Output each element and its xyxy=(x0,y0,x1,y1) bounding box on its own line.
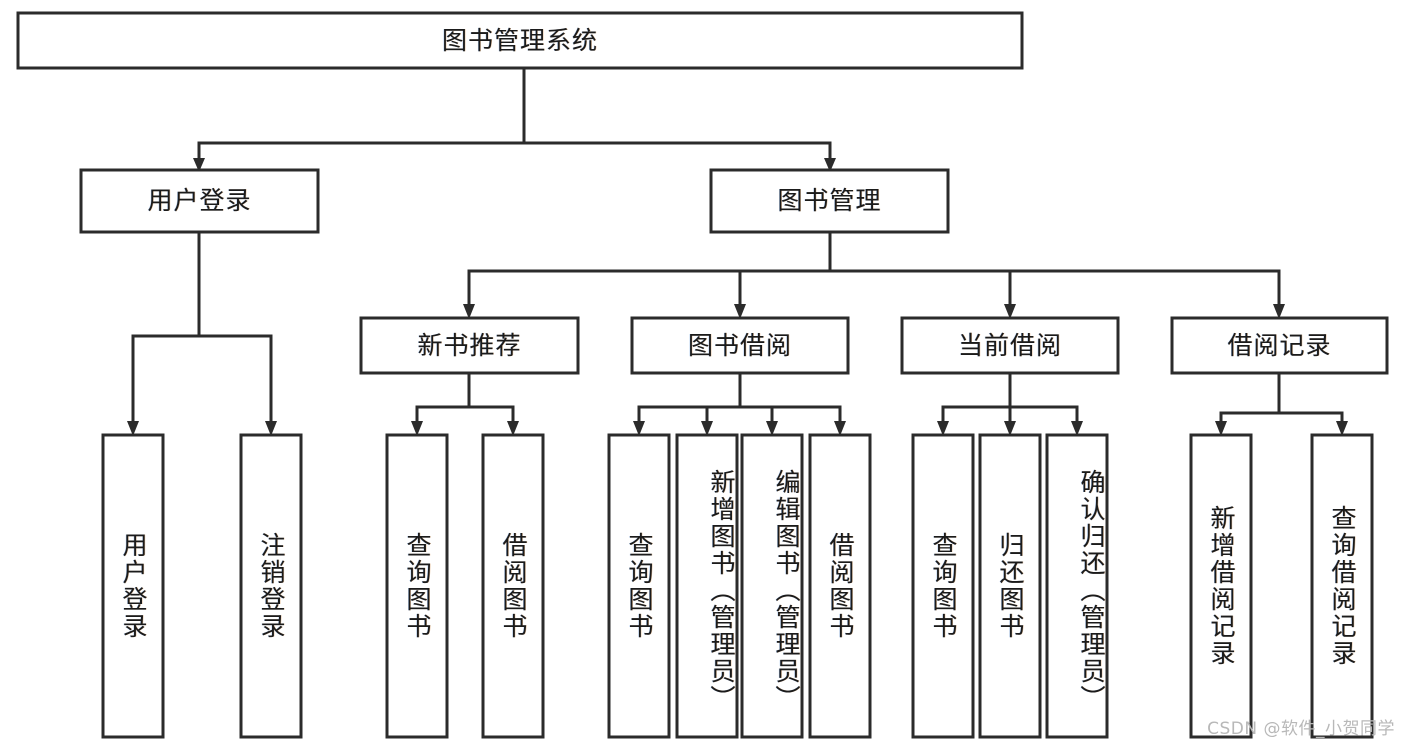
node-box-new-book-rec xyxy=(359,316,580,375)
node-box-leaf-logout xyxy=(239,433,303,739)
edge-borrowrecord-to-leaves xyxy=(1215,373,1348,436)
node-box-leaf-query-book-a xyxy=(385,433,449,739)
edge-bookmgmt-to-level3 xyxy=(463,232,1285,319)
edge-root-to-level2 xyxy=(193,68,836,172)
node-box-book-mgmt xyxy=(709,168,950,234)
node-box-book-borrow xyxy=(630,316,850,375)
node-label-leaf-query-book-b: 查询图书 xyxy=(625,532,654,640)
node-label-leaf-logout: 注销登录 xyxy=(257,532,286,640)
node-label-current-borrow: 当前借阅 xyxy=(957,330,1062,360)
edge-bookborrow-to-leaves xyxy=(633,373,846,436)
node-box-leaf-query-book-b xyxy=(607,433,671,739)
edge-userlogin-to-leaves xyxy=(127,232,277,436)
node-label-user-login: 用户登录 xyxy=(147,186,252,216)
node-box-leaf-query-book-c xyxy=(911,433,975,739)
node-box-leaf-user-login xyxy=(101,433,165,739)
node-label-leaf-borrow-book-a: 借阅图书 xyxy=(499,532,528,640)
node-label-leaf-confirm-return: 确认归还（管理员） xyxy=(1077,468,1106,712)
node-label-leaf-edit-book: 编辑图书（管理员） xyxy=(772,468,801,712)
node-label-root: 图书管理系统 xyxy=(441,25,598,55)
node-label-leaf-add-book: 新增图书（管理员） xyxy=(707,468,736,712)
node-box-leaf-edit-book xyxy=(740,433,804,739)
node-box-leaf-query-record xyxy=(1310,433,1374,739)
node-label-leaf-user-login: 用户登录 xyxy=(119,532,148,640)
node-label-book-mgmt: 图书管理 xyxy=(777,186,882,216)
watermark-text: CSDN @软件_小贺同学 xyxy=(1207,719,1395,739)
node-box-leaf-return-book xyxy=(978,433,1042,739)
edge-newbook-to-leaves xyxy=(411,373,519,436)
node-label-leaf-query-book-c: 查询图书 xyxy=(929,532,958,640)
node-box-leaf-add-record xyxy=(1189,433,1253,739)
node-label-borrow-record: 借阅记录 xyxy=(1227,330,1332,360)
node-box-borrow-record xyxy=(1170,316,1389,375)
node-label-book-borrow: 图书借阅 xyxy=(687,330,792,360)
node-label-leaf-return-book: 归还图书 xyxy=(996,532,1025,640)
node-label-leaf-borrow-book-b: 借阅图书 xyxy=(826,532,855,640)
node-box-root xyxy=(16,11,1024,70)
node-box-leaf-borrow-book-a xyxy=(481,433,545,739)
node-label-leaf-query-record: 查询借阅记录 xyxy=(1328,505,1357,667)
node-box-leaf-borrow-book-b xyxy=(808,433,872,739)
node-label-leaf-query-book-a: 查询图书 xyxy=(403,532,432,640)
node-label-leaf-add-record: 新增借阅记录 xyxy=(1207,505,1236,667)
edge-currentborrow-to-leaves xyxy=(937,373,1083,436)
node-box-user-login xyxy=(79,168,320,234)
node-box-leaf-add-book xyxy=(675,433,739,739)
node-label-new-book-rec: 新书推荐 xyxy=(417,330,522,360)
node-box-leaf-confirm-return xyxy=(1045,433,1109,739)
node-box-current-borrow xyxy=(900,316,1120,375)
